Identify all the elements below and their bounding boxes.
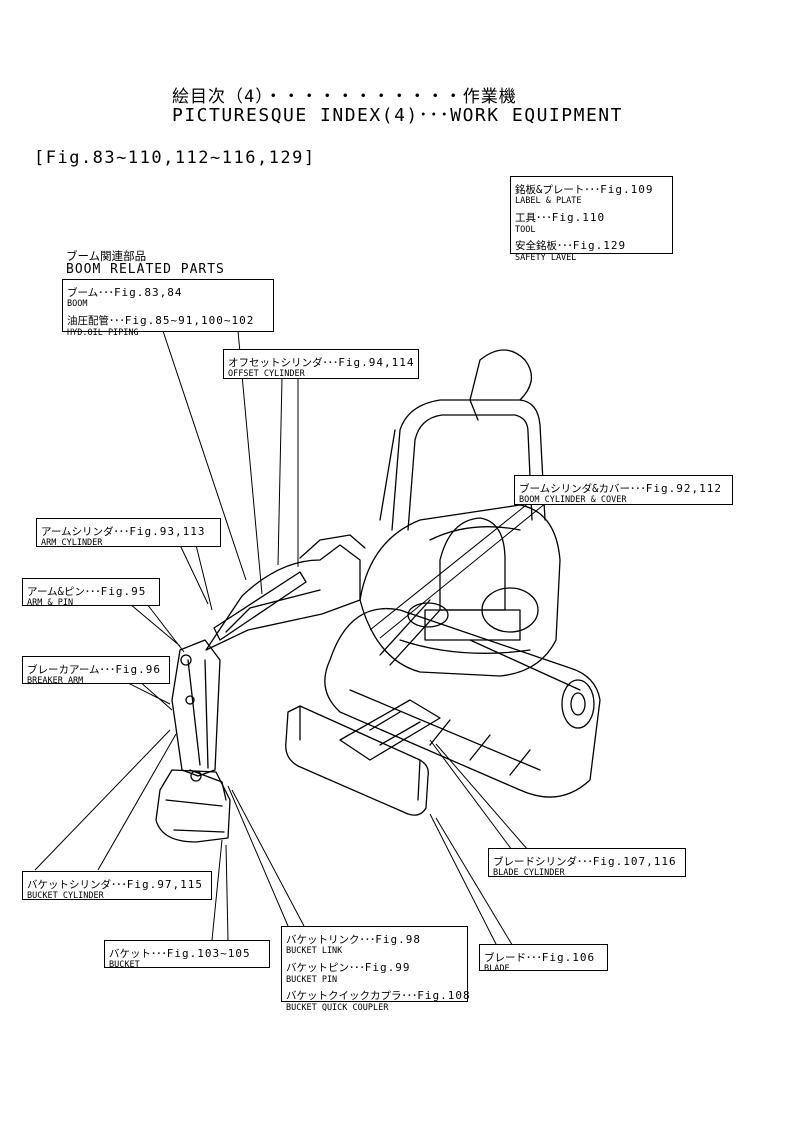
safety-label-ref: Fig.129 — [572, 239, 627, 253]
blade-jp: ブレード･･･ — [484, 952, 542, 964]
safety-label-en: SAFETY LAVEL — [515, 252, 577, 263]
boom-cyl-en: BOOM CYLINDER & COVER — [519, 495, 627, 506]
callout-breaker-arm: ブレーカアーム･･･Fig.96 BREAKER ARM — [22, 656, 170, 687]
leader-boom-cyl — [369, 497, 553, 639]
canopy — [391, 399, 546, 531]
boom-group-heading-jp: ブーム関連部品 — [66, 249, 147, 263]
leader-bucket-cyl — [34, 729, 177, 871]
boom-jp: ブーム･･･ — [67, 287, 114, 299]
callout-bucket-link: バケットリンク･･･Fig.98 BUCKET LINK バケットピン･･･Fi… — [281, 926, 471, 1012]
arm-pin-en: ARM & PIN — [27, 598, 74, 609]
leader-bucket — [211, 839, 229, 941]
arm-pin-ref: Fig.95 — [100, 585, 147, 598]
bucket-cyl-en: BUCKET CYLINDER — [27, 891, 104, 902]
blade-en: BLADE — [484, 964, 510, 975]
crawler-track — [324, 608, 601, 798]
bucket-cyl-jp: バケットシリンダ･･･ — [27, 879, 127, 891]
quick-coupler-ref: Fig.108 — [417, 989, 471, 1003]
callout-arm-cylinder: アームシリンダ･･･Fig.93,113 ARM CYLINDER — [36, 518, 221, 549]
tool-ref: Fig.110 — [551, 211, 606, 225]
bucket-en: BUCKET — [109, 960, 140, 971]
boom-cyl-ref: Fig.92,112 — [645, 482, 722, 495]
arm-pin-jp: アーム&ピン･･･ — [27, 586, 101, 598]
bucket-link-jp: バケットリンク･･･ — [286, 934, 376, 946]
quick-coupler-en: BUCKET QUICK COUPLER — [286, 1002, 389, 1013]
bucket-jp: バケット･･･ — [109, 948, 167, 960]
boom — [205, 544, 361, 651]
callout-boom-cylinder: ブームシリンダ&カバー･･･Fig.92,112 BOOM CYLINDER &… — [514, 475, 733, 505]
blade-cyl-ref: Fig.107,116 — [592, 855, 677, 868]
safety-label-jp: 安全銘板･･･ — [515, 240, 573, 253]
dozer-blade — [285, 705, 429, 816]
label-plate-en: LABEL & PLATE — [515, 196, 582, 207]
leader-offset-cyl — [277, 377, 299, 567]
hyd-piping-ref: Fig.85~91,100~102 — [124, 314, 255, 328]
callout-offset-cylinder: オフセットシリンダ･･･Fig.94,114 OFFSET CYLINDER — [223, 349, 419, 379]
callout-bucket: バケット･･･Fig.103~105 BUCKET — [104, 940, 270, 971]
bucket-pin-en: BUCKET PIN — [286, 974, 338, 985]
arm-cyl-jp: アームシリンダ･･･ — [41, 526, 130, 538]
tool-en: TOOL — [515, 224, 536, 235]
label-plate-ref: Fig.109 — [600, 183, 654, 196]
leader-breaker-arm — [121, 679, 173, 711]
blade-cyl-en: BLADE CYLINDER — [493, 868, 565, 879]
offset-cyl-ref: Fig.94,114 — [338, 356, 415, 369]
bucket-link-ref: Fig.98 — [375, 933, 421, 946]
offset-cyl-en: OFFSET CYLINDER — [228, 369, 305, 380]
label-plate-box: 銘板&プレート･･･Fig.109 LABEL & PLATE 工具･･･Fig… — [510, 176, 673, 262]
breaker-arm-jp: ブレーカアーム･･･ — [27, 664, 116, 676]
blade-cyl-jp: ブレードシリンダ･･･ — [493, 856, 593, 868]
leader-blade — [429, 813, 515, 949]
bucket — [155, 769, 231, 843]
blade-ref: Fig.106 — [541, 951, 596, 964]
leader-bucket-link — [227, 785, 305, 927]
label-plate-jp: 銘板&プレート･･･ — [515, 184, 601, 196]
page-title-jp: 絵目次（4）・・・・・・・・・・・作業機 — [172, 87, 517, 107]
callout-arm-pin: アーム&ピン･･･Fig.95 ARM & PIN — [22, 578, 160, 609]
arm — [171, 639, 221, 777]
leader-blade-cyl — [429, 739, 529, 851]
bucket-pin-ref: Fig.99 — [364, 961, 411, 975]
bucket-pin-jp: バケットピン･･･ — [286, 962, 365, 975]
figure-range: [Fig.83~110,112~116,129] — [34, 148, 316, 168]
boom-en: BOOM — [67, 299, 88, 310]
arm-cyl-ref: Fig.93,113 — [129, 525, 206, 538]
leader-arm-pin — [129, 603, 185, 653]
bucket-cyl-ref: Fig.97,115 — [126, 878, 203, 891]
bucket-ref: Fig.103~105 — [166, 947, 251, 960]
tool-jp: 工具･･･ — [515, 212, 552, 225]
breaker-arm-ref: Fig.96 — [115, 663, 162, 676]
boom-group-box: ブーム･･･Fig.83,84 BOOM 油圧配管･･･Fig.85~91,10… — [62, 279, 274, 337]
breaker-arm-en: BREAKER ARM — [27, 676, 84, 687]
offset-cyl-jp: オフセットシリンダ･･･ — [228, 357, 339, 369]
hyd-piping-en: HYD.OIL PIPING — [67, 327, 139, 338]
callout-bucket-cylinder: バケットシリンダ･･･Fig.97,115 BUCKET CYLINDER — [22, 871, 212, 902]
quick-coupler-jp: バケットクイックカプラ･･･ — [286, 990, 418, 1003]
bucket-link-en: BUCKET LINK — [286, 946, 343, 957]
boom-cyl-jp: ブームシリンダ&カバー･･･ — [519, 483, 646, 495]
boom-group-heading-en: BOOM RELATED PARTS — [66, 262, 225, 277]
callout-blade-cylinder: ブレードシリンダ･･･Fig.107,116 BLADE CYLINDER — [488, 848, 686, 879]
leader-arm-cyl — [179, 544, 213, 611]
arm-cyl-en: ARM CYLINDER — [41, 538, 103, 549]
boom-ref: Fig.83,84 — [113, 286, 183, 299]
callout-blade: ブレード･･･Fig.106 BLADE — [479, 944, 608, 974]
hyd-piping-jp: 油圧配管･･･ — [67, 315, 125, 328]
page-title-en: PICTURESQUE INDEX(4)･･･WORK EQUIPMENT — [172, 105, 623, 126]
